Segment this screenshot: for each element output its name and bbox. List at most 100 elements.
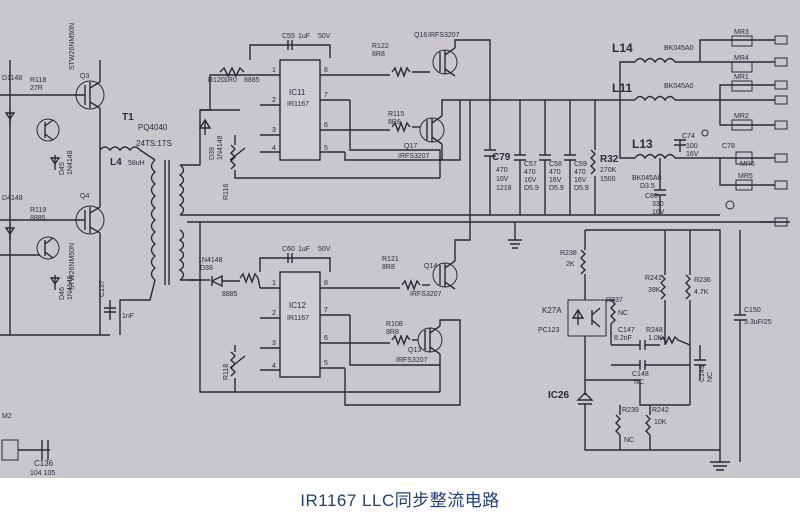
q13-label: Q13 bbox=[408, 347, 421, 354]
t1-part: PQ4040 bbox=[138, 123, 168, 132]
c60-label: C60 bbox=[282, 246, 295, 253]
ic11-part: IR1167 bbox=[287, 101, 309, 108]
l4-value: 58uH bbox=[128, 160, 145, 167]
r122-label: R122 bbox=[372, 43, 389, 50]
mr3-label: MR3 bbox=[734, 29, 749, 36]
r242-value: 10K bbox=[654, 419, 667, 426]
svg-text:6: 6 bbox=[324, 335, 328, 342]
c57-code: D5.9 bbox=[524, 185, 539, 192]
svg-text:5: 5 bbox=[324, 145, 328, 152]
c55-voltage: 50V bbox=[318, 33, 331, 40]
r248-label: R248 bbox=[646, 327, 663, 334]
c150-label: C150 bbox=[744, 307, 761, 314]
d45-label: D45 bbox=[59, 162, 66, 175]
c148-value: NC bbox=[634, 379, 644, 386]
c79-voltage: 10V bbox=[496, 176, 509, 183]
d45-part: 1N4148 bbox=[67, 150, 74, 175]
output-filter-section: C79 470 10V 1218 C57 470 16V D5.9 C58 47… bbox=[470, 29, 790, 249]
r-bottom-code: 8885 bbox=[222, 291, 238, 298]
left-primary-section: Q3 STW26NM50N R118 27R D1148 D45 1N4148 … bbox=[0, 23, 110, 477]
l4-label: L4 bbox=[110, 157, 122, 168]
bjt-top-symbol bbox=[36, 118, 60, 142]
svg-text:2: 2 bbox=[272, 310, 276, 317]
r236-label: R236 bbox=[694, 277, 711, 284]
t1-label: T1 bbox=[122, 112, 134, 123]
c55-value: 1uF bbox=[298, 33, 310, 40]
mr6-label: MR6 bbox=[740, 161, 755, 168]
r121-label: R121 bbox=[382, 256, 399, 263]
transformer-t1: T1 PQ4040 24TS:1TS L4 58uH C137 1nF bbox=[99, 109, 480, 335]
c136-label: C136 bbox=[34, 459, 54, 468]
r115-label: R115 bbox=[388, 111, 404, 118]
bjt-bottom-symbol bbox=[36, 236, 60, 260]
svg-text:8: 8 bbox=[324, 67, 328, 74]
c148-label: C148 bbox=[632, 371, 649, 378]
ic26-label: IC26 bbox=[548, 390, 570, 401]
c58-label: C58 bbox=[549, 161, 562, 168]
q4-label: Q4 bbox=[80, 193, 89, 200]
svg-text:5: 5 bbox=[324, 360, 328, 367]
mr1-block bbox=[731, 80, 753, 92]
r238-value: 2K bbox=[566, 261, 575, 268]
c78-label: C78 bbox=[722, 143, 735, 150]
d1148-label: D1148 bbox=[2, 75, 22, 82]
c137-value: 1nF bbox=[122, 313, 134, 320]
r248-value: 1.0K bbox=[648, 335, 663, 342]
svg-text:6: 6 bbox=[324, 122, 328, 129]
q17-part: IRFS3207 bbox=[398, 153, 430, 160]
ic11-block bbox=[279, 59, 321, 161]
r115-value: 8R8 bbox=[388, 119, 401, 126]
c79-value: 470 bbox=[496, 167, 508, 174]
d38-code: 1N4148 bbox=[198, 257, 223, 264]
r108-label: R108 bbox=[386, 321, 403, 328]
svg-text:2: 2 bbox=[272, 97, 276, 104]
k27a-label: K27A bbox=[542, 306, 562, 315]
c79-code: 1218 bbox=[496, 185, 512, 192]
r239-label: R239 bbox=[622, 407, 639, 414]
mr6-block bbox=[735, 151, 753, 165]
c57-value: 470 bbox=[524, 169, 536, 176]
c58-code: D5.9 bbox=[549, 185, 564, 192]
q13-part: IRFS3207 bbox=[396, 357, 428, 364]
q4-part-label: STW26NM50N bbox=[69, 243, 76, 290]
svg-text:1: 1 bbox=[272, 280, 276, 287]
c74-voltage: 16V bbox=[686, 151, 699, 158]
c147-label: C147 bbox=[618, 327, 635, 334]
ic11-label: IC11 bbox=[289, 88, 306, 97]
r118-pot-label: R118 bbox=[223, 364, 230, 380]
l13-label: L13 bbox=[632, 137, 653, 151]
c150-value: 3.3uF/25 bbox=[744, 319, 772, 326]
d39-label: D39 bbox=[209, 147, 216, 160]
r118-value: 27R bbox=[30, 85, 43, 92]
l13-part: BK045A0 bbox=[632, 175, 662, 182]
svg-text:4: 4 bbox=[272, 363, 276, 370]
svg-text:3: 3 bbox=[272, 127, 276, 134]
r108-value: 8R8 bbox=[386, 329, 399, 336]
schematic-drawing: Q3 STW26NM50N R118 27R D1148 D45 1N4148 … bbox=[0, 23, 790, 477]
r239-value: NC bbox=[624, 437, 634, 444]
svg-text:7: 7 bbox=[324, 307, 328, 314]
l14-part: BK045A0 bbox=[664, 45, 694, 52]
d4148-label: D4148 bbox=[2, 195, 23, 202]
c80-voltage: 16V bbox=[652, 209, 665, 216]
q3-part-label: STW26NM50N bbox=[69, 23, 76, 70]
c55-label: C55 bbox=[282, 33, 295, 40]
top-sync-rect-section: C55 1uF 50V IC11 IR1167 1 2 3 4 8 7 6 5 … bbox=[198, 32, 491, 200]
c59-voltage: 16V bbox=[574, 177, 587, 184]
r120-label: R120 bbox=[208, 77, 225, 84]
m2-block bbox=[1, 439, 19, 461]
figure-caption: IR1167 LLC同步整流电路 bbox=[300, 491, 500, 510]
mr2-label: MR2 bbox=[734, 113, 749, 120]
c60-value: 1uF bbox=[298, 246, 310, 253]
q3-label: Q3 bbox=[80, 73, 89, 80]
svg-text:3: 3 bbox=[272, 340, 276, 347]
c57-voltage: 16V bbox=[524, 177, 537, 184]
c137-label: C137 bbox=[99, 280, 106, 297]
c58-voltage: 16V bbox=[549, 177, 562, 184]
mosfet-q3-symbol bbox=[75, 80, 105, 110]
r241-label: R241 bbox=[645, 275, 662, 282]
m2-label: M2 bbox=[2, 413, 12, 420]
ic12-block bbox=[279, 271, 321, 378]
t1-turns: 24TS:1TS bbox=[136, 139, 172, 148]
c74-value: 100 bbox=[686, 143, 698, 150]
